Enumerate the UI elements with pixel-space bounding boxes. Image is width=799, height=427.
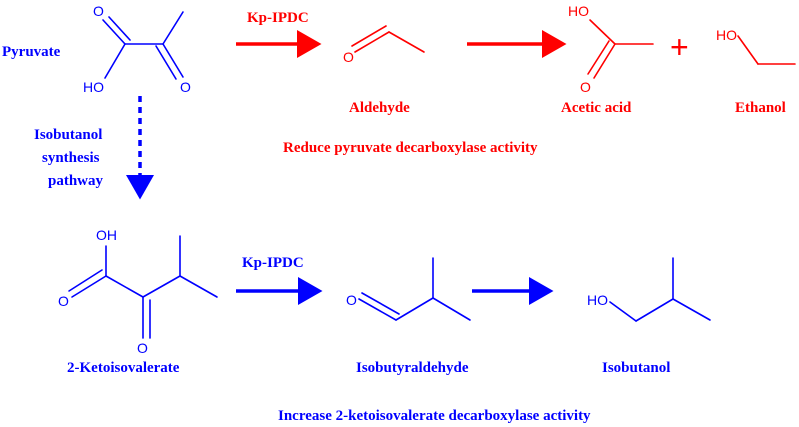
reduce-activity-note: Reduce pyruvate decarboxylase activity [283, 140, 538, 156]
ketoisovalerate-oxygen-bottom: O [137, 340, 148, 356]
aldehyde-label: Aldehyde [349, 100, 410, 116]
pyruvate-label: Pyruvate [2, 44, 61, 60]
ethanol-hydroxyl: HO [716, 27, 737, 43]
aldehyde-structure: O [343, 25, 425, 65]
pathway-label-line3: pathway [48, 173, 104, 189]
acetic-acid-label: Acetic acid [561, 100, 632, 116]
aldehyde-oxygen: O [343, 49, 354, 65]
pyruvate-oxygen-top: O [93, 3, 104, 19]
ketoisovalerate-structure: OH O O [58, 227, 218, 356]
pyruvate-structure: O HO O [83, 3, 191, 95]
enzyme-label-bottom: Kp-IPDC [242, 255, 304, 271]
isobutyraldehyde-label: Isobutyraldehyde [356, 360, 469, 376]
acetic-acid-oxygen: O [580, 79, 591, 95]
enzyme-label-top: Kp-IPDC [247, 10, 309, 26]
ketoisovalerate-label: 2-Ketoisovalerate [67, 360, 180, 376]
pyruvate-oxygen-bottom: O [180, 79, 191, 95]
isobutanol-structure: HO [587, 257, 711, 322]
isobutanol-label: Isobutanol [602, 360, 670, 376]
acetic-acid-hydroxyl: HO [568, 3, 589, 19]
isobutanol-hydroxyl: HO [587, 292, 608, 308]
acetic-acid-structure: HO O [568, 3, 654, 95]
increase-activity-note: Increase 2-ketoisovalerate decarboxylase… [278, 408, 591, 424]
isobutyraldehyde-structure: O [346, 257, 471, 321]
ketoisovalerate-oxygen-left: O [58, 293, 69, 309]
isobutyraldehyde-oxygen: O [346, 292, 357, 308]
plus-sign: + [670, 29, 689, 65]
pathway-label-line2: synthesis [42, 150, 100, 166]
pathway-label-line1: Isobutanol [34, 127, 102, 143]
pyruvate-hydroxyl: HO [83, 79, 104, 95]
ketoisovalerate-hydroxyl: OH [96, 227, 117, 243]
ethanol-label: Ethanol [735, 100, 786, 116]
ethanol-structure: HO [716, 27, 796, 65]
